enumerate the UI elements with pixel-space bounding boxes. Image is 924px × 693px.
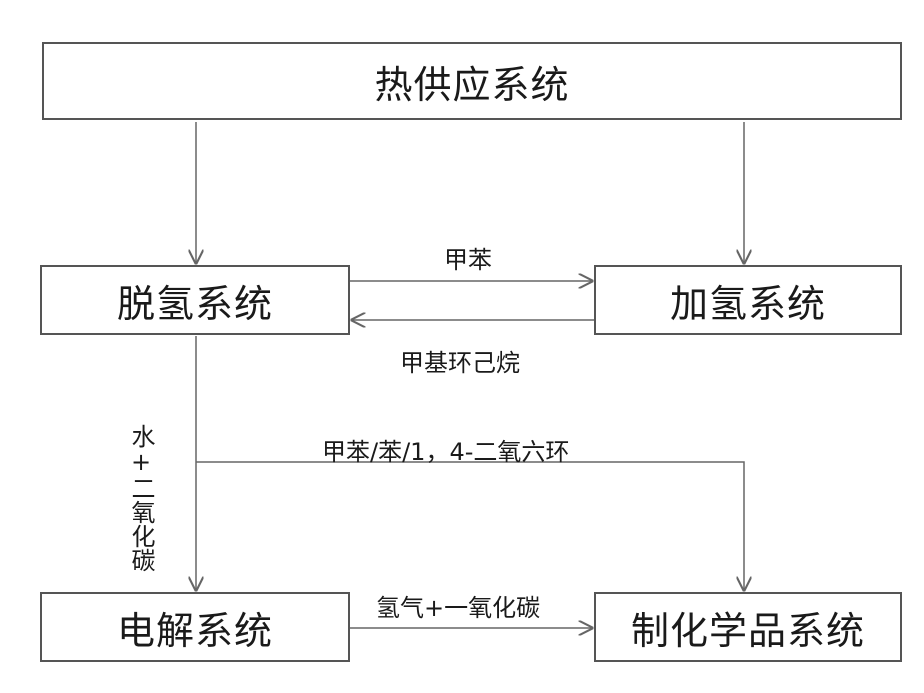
- dehydrogenation-system-label: 脱氢系统: [117, 273, 273, 328]
- electrolysis-system-box: 电解系统: [40, 592, 350, 662]
- hydrogenation-system-box: 加氢系统: [594, 265, 902, 335]
- chemical-production-system-box: 制化学品系统: [594, 592, 902, 662]
- products-label: 甲苯/苯/1，4-二氧六环: [322, 432, 569, 467]
- syngas-label: 氢气+一氧化碳: [376, 588, 540, 623]
- heat-supply-system-box: 热供应系统: [42, 42, 902, 120]
- electrolysis-system-label: 电解系统: [117, 600, 273, 655]
- water-co2-label: 水+二氧化碳: [128, 424, 154, 572]
- chemical-production-system-label: 制化学品系统: [631, 600, 865, 655]
- toluene-label: 甲苯: [444, 240, 492, 275]
- heat-supply-system-label: 热供应系统: [374, 54, 569, 109]
- hydrogenation-system-label: 加氢系统: [670, 273, 826, 328]
- arrow-products-to-chemicals: [196, 462, 744, 590]
- dehydrogenation-system-box: 脱氢系统: [40, 265, 350, 335]
- methylcyclohexane-label: 甲基环己烷: [400, 343, 520, 378]
